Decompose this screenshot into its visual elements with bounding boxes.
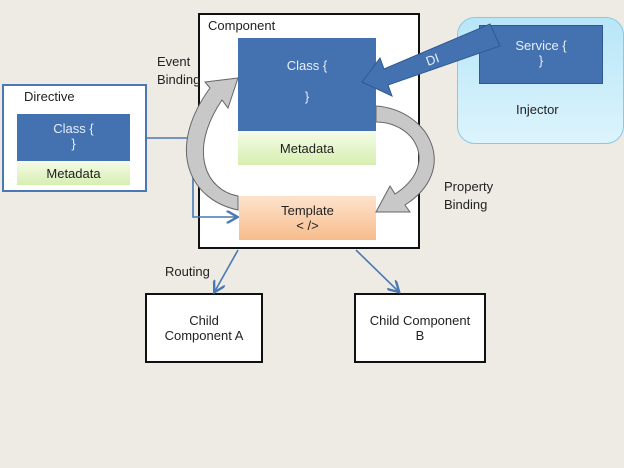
component-class-close: } bbox=[304, 89, 310, 104]
property-binding-line1: Property bbox=[444, 179, 494, 194]
child-component-b: Child Component B bbox=[354, 293, 486, 363]
service-close: } bbox=[538, 53, 544, 68]
service-box: Service { } bbox=[479, 25, 603, 84]
event-binding-line1: Event bbox=[157, 54, 191, 69]
component-title: Component bbox=[208, 18, 276, 33]
directive-class: Class { } bbox=[17, 114, 130, 161]
directive-title: Directive bbox=[24, 89, 75, 104]
injector-title: Injector bbox=[516, 102, 559, 117]
template-code: < /> bbox=[296, 218, 319, 233]
directive-class-close: } bbox=[71, 136, 76, 151]
directive-metadata: Metadata bbox=[17, 161, 130, 185]
arrow-b bbox=[355, 249, 398, 291]
event-binding-label: Event Binding bbox=[157, 53, 200, 89]
child-a-line2: Component A bbox=[164, 328, 244, 343]
event-binding-line2: Binding bbox=[157, 72, 201, 87]
component-template: Template < /> bbox=[239, 196, 376, 240]
child-component-a: Child Component A bbox=[145, 293, 263, 363]
property-binding-label: Property Binding bbox=[444, 178, 493, 214]
component-class: Class { } bbox=[238, 38, 376, 131]
child-b-line1: Child Component bbox=[369, 313, 471, 328]
event-binding-arrow bbox=[185, 77, 239, 211]
child-b-line2: B bbox=[415, 328, 425, 343]
service-open: Service { bbox=[515, 38, 567, 53]
template-title: Template bbox=[281, 203, 334, 218]
component-class-open: Class { bbox=[286, 58, 328, 73]
child-a-line1: Child bbox=[189, 313, 219, 328]
property-binding-line2: Binding bbox=[444, 197, 488, 212]
directive-class-open: Class { bbox=[53, 121, 94, 136]
component-metadata: Metadata bbox=[238, 131, 376, 165]
property-binding-arrow bbox=[375, 105, 435, 213]
di-arrow bbox=[361, 23, 501, 97]
routing-arrow-a bbox=[215, 249, 239, 291]
routing-label: Routing bbox=[165, 264, 210, 279]
